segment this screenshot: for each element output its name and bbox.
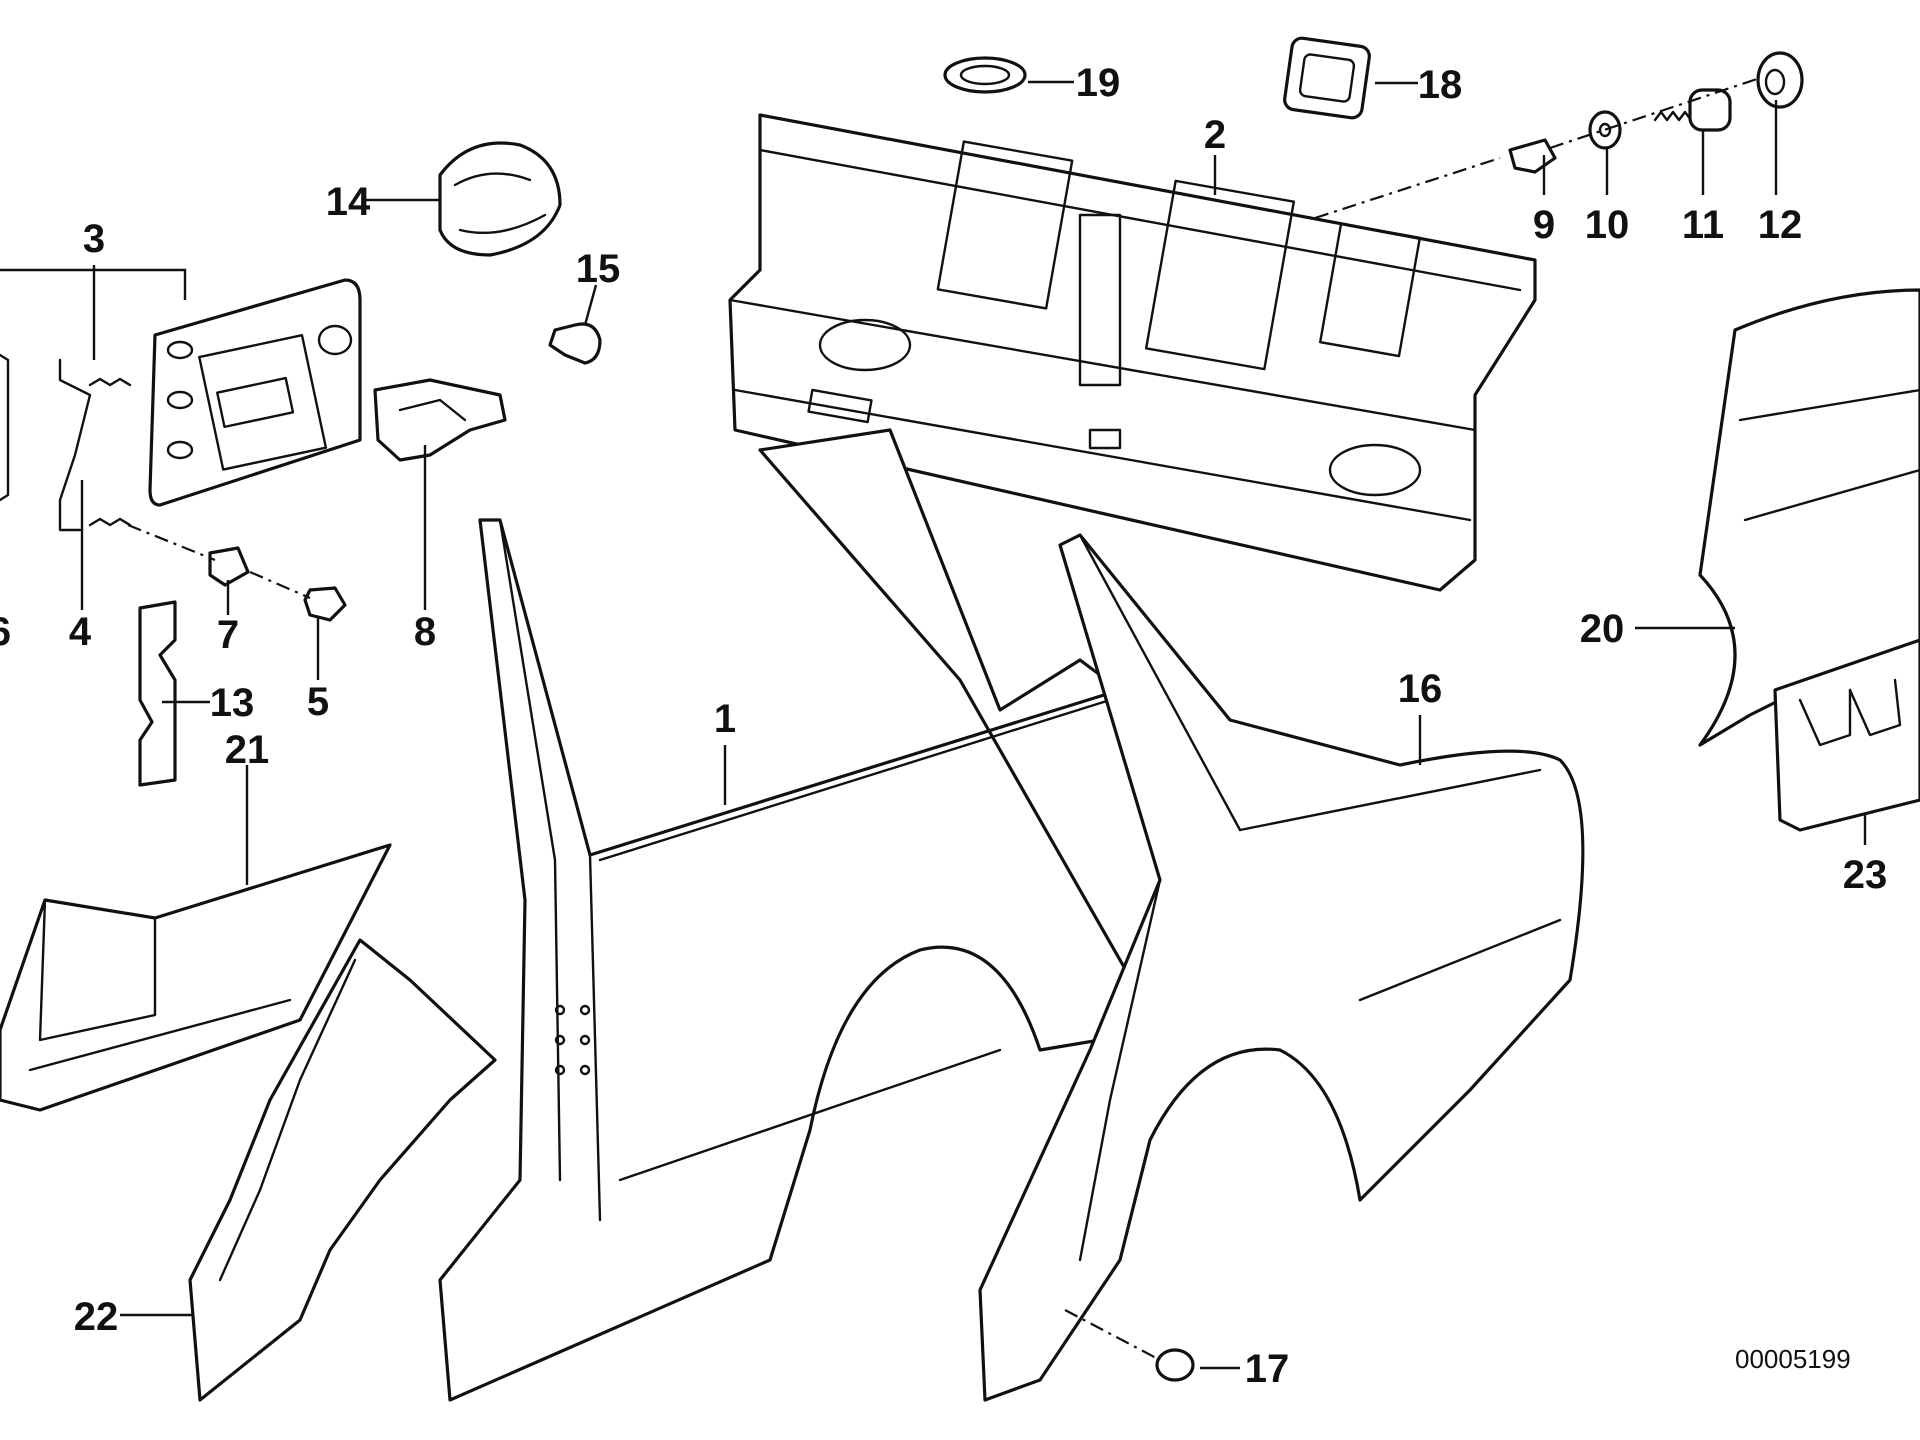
- callout-8: 8: [414, 610, 436, 654]
- leader-lines: [80, 80, 1867, 1370]
- callout-20: 20: [1580, 607, 1625, 651]
- part-8-bracket: [373, 378, 507, 462]
- callout-14: 14: [326, 180, 371, 224]
- callout-4: 4: [69, 610, 92, 654]
- part-15-clip: [548, 322, 602, 365]
- part-23-bracket: [1773, 638, 1920, 832]
- part-6-hinge: [0, 353, 10, 502]
- part-2-rear-panel: [728, 113, 1537, 592]
- callout-15: 15: [576, 247, 621, 291]
- part-22-wheel-arch: [188, 938, 497, 1402]
- callout-9: 9: [1533, 203, 1555, 247]
- callout-11: 11: [1682, 203, 1724, 247]
- part-1-side-frame: [438, 428, 1162, 1402]
- part-18-plug: [1283, 36, 1371, 120]
- callout-22: 22: [74, 1295, 119, 1339]
- part-10-washer: [1588, 110, 1622, 150]
- part-14-cover-cap: [438, 141, 562, 257]
- callout-6: 6: [0, 610, 11, 654]
- part-13-seal-strip: [138, 600, 177, 787]
- part-1-mount-holes: [554, 1004, 591, 1076]
- part-9-expanding-rivet: [1508, 138, 1557, 174]
- callout-19: 19: [1076, 61, 1121, 105]
- callout-23: 23: [1843, 853, 1888, 897]
- part-5-nut: [303, 586, 347, 622]
- part-4-hinge-spring: [58, 358, 132, 532]
- callout-21: 21: [225, 728, 270, 772]
- callout-18: 18: [1418, 63, 1463, 107]
- callout-13: 13: [210, 681, 255, 725]
- part-20-quarter-panel: [1698, 288, 1920, 752]
- callout-3: 3: [83, 217, 105, 261]
- part-12-cap: [1756, 51, 1804, 109]
- callout-2: 2: [1204, 113, 1226, 157]
- part-21-side-sill: [0, 843, 392, 1112]
- part-16-side-panel: [978, 533, 1585, 1402]
- part-3-fuel-filler-flap: [148, 278, 362, 507]
- callout-12: 12: [1758, 203, 1803, 247]
- part-7-rubber-buffer: [208, 546, 250, 587]
- callout-10: 10: [1585, 203, 1630, 247]
- part-17-plug: [1155, 1348, 1195, 1382]
- part-19-grommet: [943, 56, 1027, 94]
- callout-5: 5: [307, 680, 329, 724]
- callout-1: 1: [714, 697, 736, 741]
- document-number: 00005199: [1735, 1344, 1851, 1374]
- callout-labels: 1234567891011121314151617181920212223: [0, 61, 1887, 1391]
- callout-7: 7: [217, 613, 239, 657]
- callout-16: 16: [1398, 667, 1443, 711]
- callout-17: 17: [1245, 1347, 1290, 1391]
